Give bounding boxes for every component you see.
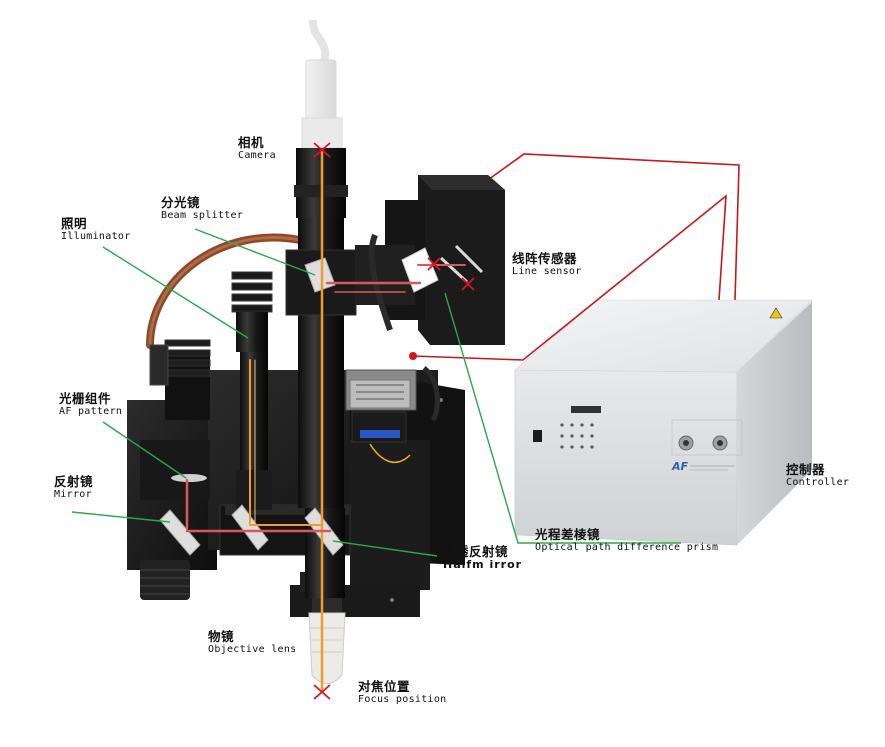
- dip-switch-icon: [571, 406, 601, 413]
- cable-node-icon: [409, 352, 417, 360]
- label-controller: 控制器 Controller: [786, 462, 850, 489]
- leader-half-mirror: [332, 540, 438, 557]
- label-prism-en: Optical path difference prism: [535, 542, 719, 554]
- label-beam-splitter: 分光镜 Beam splitter: [161, 195, 244, 222]
- leader-beam-splitter: [194, 228, 316, 276]
- blue-connector-icon: [360, 430, 400, 438]
- leader-mirror: [71, 511, 171, 523]
- label-af-pattern-en: AF pattern: [59, 406, 123, 418]
- label-af-pattern-cn: 光栅组件: [59, 391, 112, 406]
- leader-af-pattern: [102, 421, 187, 479]
- label-mirror: 反射镜 Mirror: [54, 474, 94, 501]
- illuminator: [231, 271, 273, 510]
- controller-logo: AF: [671, 460, 689, 473]
- af-pattern-glass: [171, 474, 207, 482]
- label-illuminator-cn: 照明: [61, 216, 88, 231]
- label-prism-cn: 光程差棱镜: [535, 527, 601, 542]
- label-objective: 物镜 Objective lens: [208, 629, 297, 656]
- controller-front: [514, 369, 738, 546]
- camera-cable: [301, 19, 343, 149]
- focus-markers: [313, 142, 475, 700]
- mirror-icon: [159, 509, 201, 556]
- label-line-sensor-en: Line sensor: [512, 266, 582, 278]
- label-mirror-en: Mirror: [54, 489, 92, 501]
- controller-side: [737, 302, 812, 545]
- half-mirror-icon: [231, 504, 269, 551]
- label-objective-en: Objective lens: [208, 644, 297, 656]
- label-illuminator: 照明 Illuminator: [61, 216, 131, 243]
- led-indicators-icon: [560, 423, 594, 449]
- leader-illuminator: [102, 246, 249, 339]
- label-objective-cn: 物镜: [208, 629, 235, 644]
- leader-prism: [444, 292, 681, 544]
- label-focus-cn: 对焦位置: [358, 679, 411, 694]
- label-line-sensor-cn: 线阵传感器: [512, 251, 578, 266]
- objective-lens: [308, 598, 346, 684]
- label-camera-en: Camera: [238, 150, 276, 162]
- label-beam-splitter-en: Beam splitter: [161, 210, 244, 222]
- mirrors: [159, 257, 344, 556]
- label-line-sensor: 线阵传感器 Line sensor: [512, 251, 582, 278]
- label-af-pattern: 光栅组件 AF pattern: [59, 391, 123, 418]
- label-mirror-cn: 反射镜: [54, 474, 94, 489]
- leader-lines: [71, 228, 681, 557]
- label-half-mirror: 半透反射镜 Halfm irror: [443, 544, 523, 572]
- label-focus: 对焦位置 Focus position: [358, 679, 447, 706]
- prism-connector: [345, 366, 440, 464]
- signal-cables: [412, 153, 740, 361]
- label-half-mirror-cn: 半透反射镜: [443, 544, 509, 559]
- label-beam-splitter-cn: 分光镜: [161, 195, 201, 210]
- light-beams: [185, 148, 466, 694]
- warning-icon: [769, 307, 783, 319]
- controller-box: AF: [514, 299, 813, 546]
- label-prism: 光程差棱镜 Optical path difference prism: [535, 527, 719, 554]
- label-focus-en: Focus position: [358, 694, 447, 706]
- label-camera-cn: 相机: [238, 135, 265, 150]
- label-illuminator-en: Illuminator: [61, 231, 131, 243]
- label-half-mirror-en: Halfm irror: [443, 558, 523, 572]
- line-sensor: [355, 175, 505, 345]
- label-controller-cn: 控制器: [786, 462, 826, 477]
- power-switch-icon: [533, 430, 542, 442]
- label-controller-en: Controller: [786, 477, 850, 489]
- label-camera: 相机 Camera: [238, 135, 276, 162]
